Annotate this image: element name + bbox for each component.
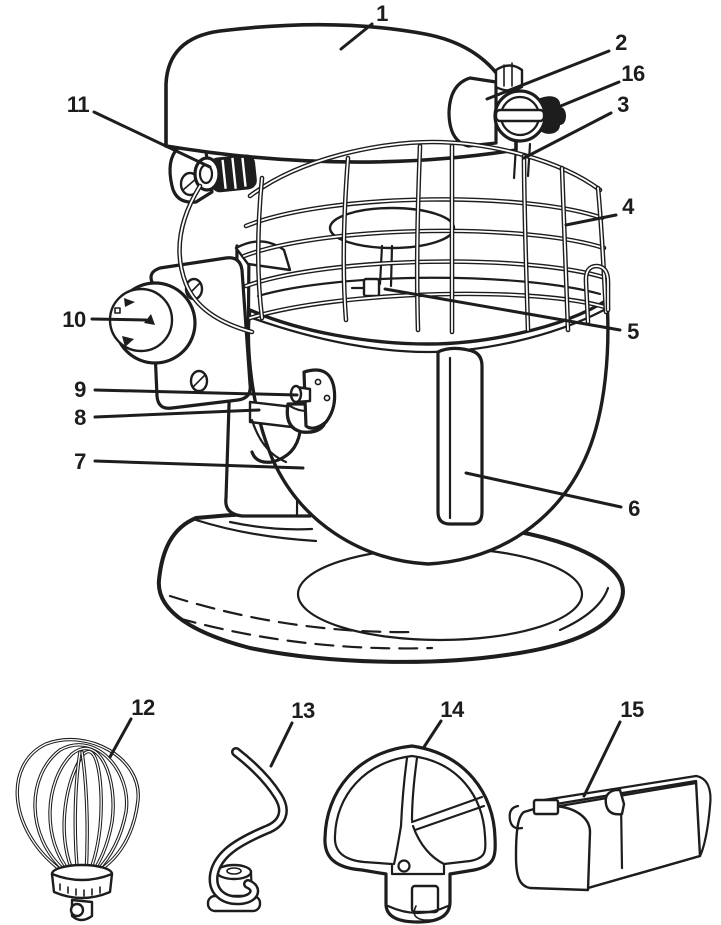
attachment-pin xyxy=(168,146,257,204)
chute-front-panel xyxy=(514,804,592,892)
leader-line-12 xyxy=(108,717,133,759)
chute-top-edge xyxy=(542,774,698,802)
callout-4-wire-guard: 4 xyxy=(622,194,635,219)
leader-line-4 xyxy=(564,213,618,227)
callout-10-speed-control: 10 xyxy=(62,307,86,332)
leader-line-9 xyxy=(93,388,299,397)
dough-hook xyxy=(206,747,288,913)
bracket-plate xyxy=(302,368,337,430)
callout-7-bowl: 7 xyxy=(74,449,86,474)
callout-6-bowl-handle: 6 xyxy=(628,496,640,521)
callout-14-flat-beater: 14 xyxy=(440,697,465,722)
callout-16-hub-thumbscrew: 16 xyxy=(621,61,645,86)
screw-icon xyxy=(189,369,209,393)
beater-shaft xyxy=(328,206,456,298)
leader-line-6 xyxy=(464,471,623,509)
hub-screw-slot xyxy=(494,108,546,123)
bowl-back-rim xyxy=(256,276,602,298)
leader-line-15 xyxy=(582,720,622,798)
dial-arrow-icon xyxy=(144,314,155,325)
flat-beater xyxy=(323,744,497,924)
callout-8-bowl-support-arm: 8 xyxy=(74,405,86,430)
callout-1-motor-head: 1 xyxy=(376,1,388,26)
callout-3-guard-mount: 3 xyxy=(617,92,629,117)
chute-hook xyxy=(604,788,626,816)
speed-control xyxy=(108,256,252,410)
callout-9-bowl-locating-pin: 9 xyxy=(74,377,86,402)
hub-cover xyxy=(494,64,524,92)
leader-line-3 xyxy=(522,111,613,160)
dial-arrow-icon xyxy=(122,336,134,347)
leader-line-16 xyxy=(549,80,621,112)
chute-clip xyxy=(508,804,524,830)
leader-line-2 xyxy=(485,49,611,101)
pouring-chute xyxy=(508,774,712,892)
wire-whip xyxy=(15,738,140,922)
callout-2-attachment-hub: 2 xyxy=(615,30,627,55)
leader-line-10 xyxy=(90,317,148,322)
mixing-bowl xyxy=(246,276,610,566)
callout-11-attachment-pin: 11 xyxy=(67,92,90,117)
planetary xyxy=(328,206,456,250)
motor-head-outline xyxy=(164,22,518,164)
hook-spiral xyxy=(211,749,286,903)
callout-12-wire-whip: 12 xyxy=(131,695,155,720)
leader-line-11 xyxy=(92,110,212,169)
motor-head xyxy=(164,22,518,164)
callout-5-beater-shaft-pin: 5 xyxy=(627,319,639,344)
callout-13-dough-hook: 13 xyxy=(291,698,315,723)
leader-line-13 xyxy=(269,721,294,768)
beater-outline xyxy=(323,744,497,924)
leader-line-14 xyxy=(422,719,443,749)
bowl-support xyxy=(248,368,337,464)
callout-15-pouring-chute: 15 xyxy=(620,697,644,722)
beater-shaft-pin xyxy=(362,277,381,298)
leader-line-1 xyxy=(339,22,374,51)
bowl-handle[interactable] xyxy=(436,346,484,526)
wire-guard xyxy=(177,139,611,335)
guard-clip xyxy=(585,265,609,323)
dial-arrow-icon xyxy=(124,298,135,307)
leader-line-8 xyxy=(93,408,261,419)
bowl-outline xyxy=(246,298,610,566)
leader-line-7 xyxy=(93,459,305,470)
leader-line-5 xyxy=(383,287,622,332)
